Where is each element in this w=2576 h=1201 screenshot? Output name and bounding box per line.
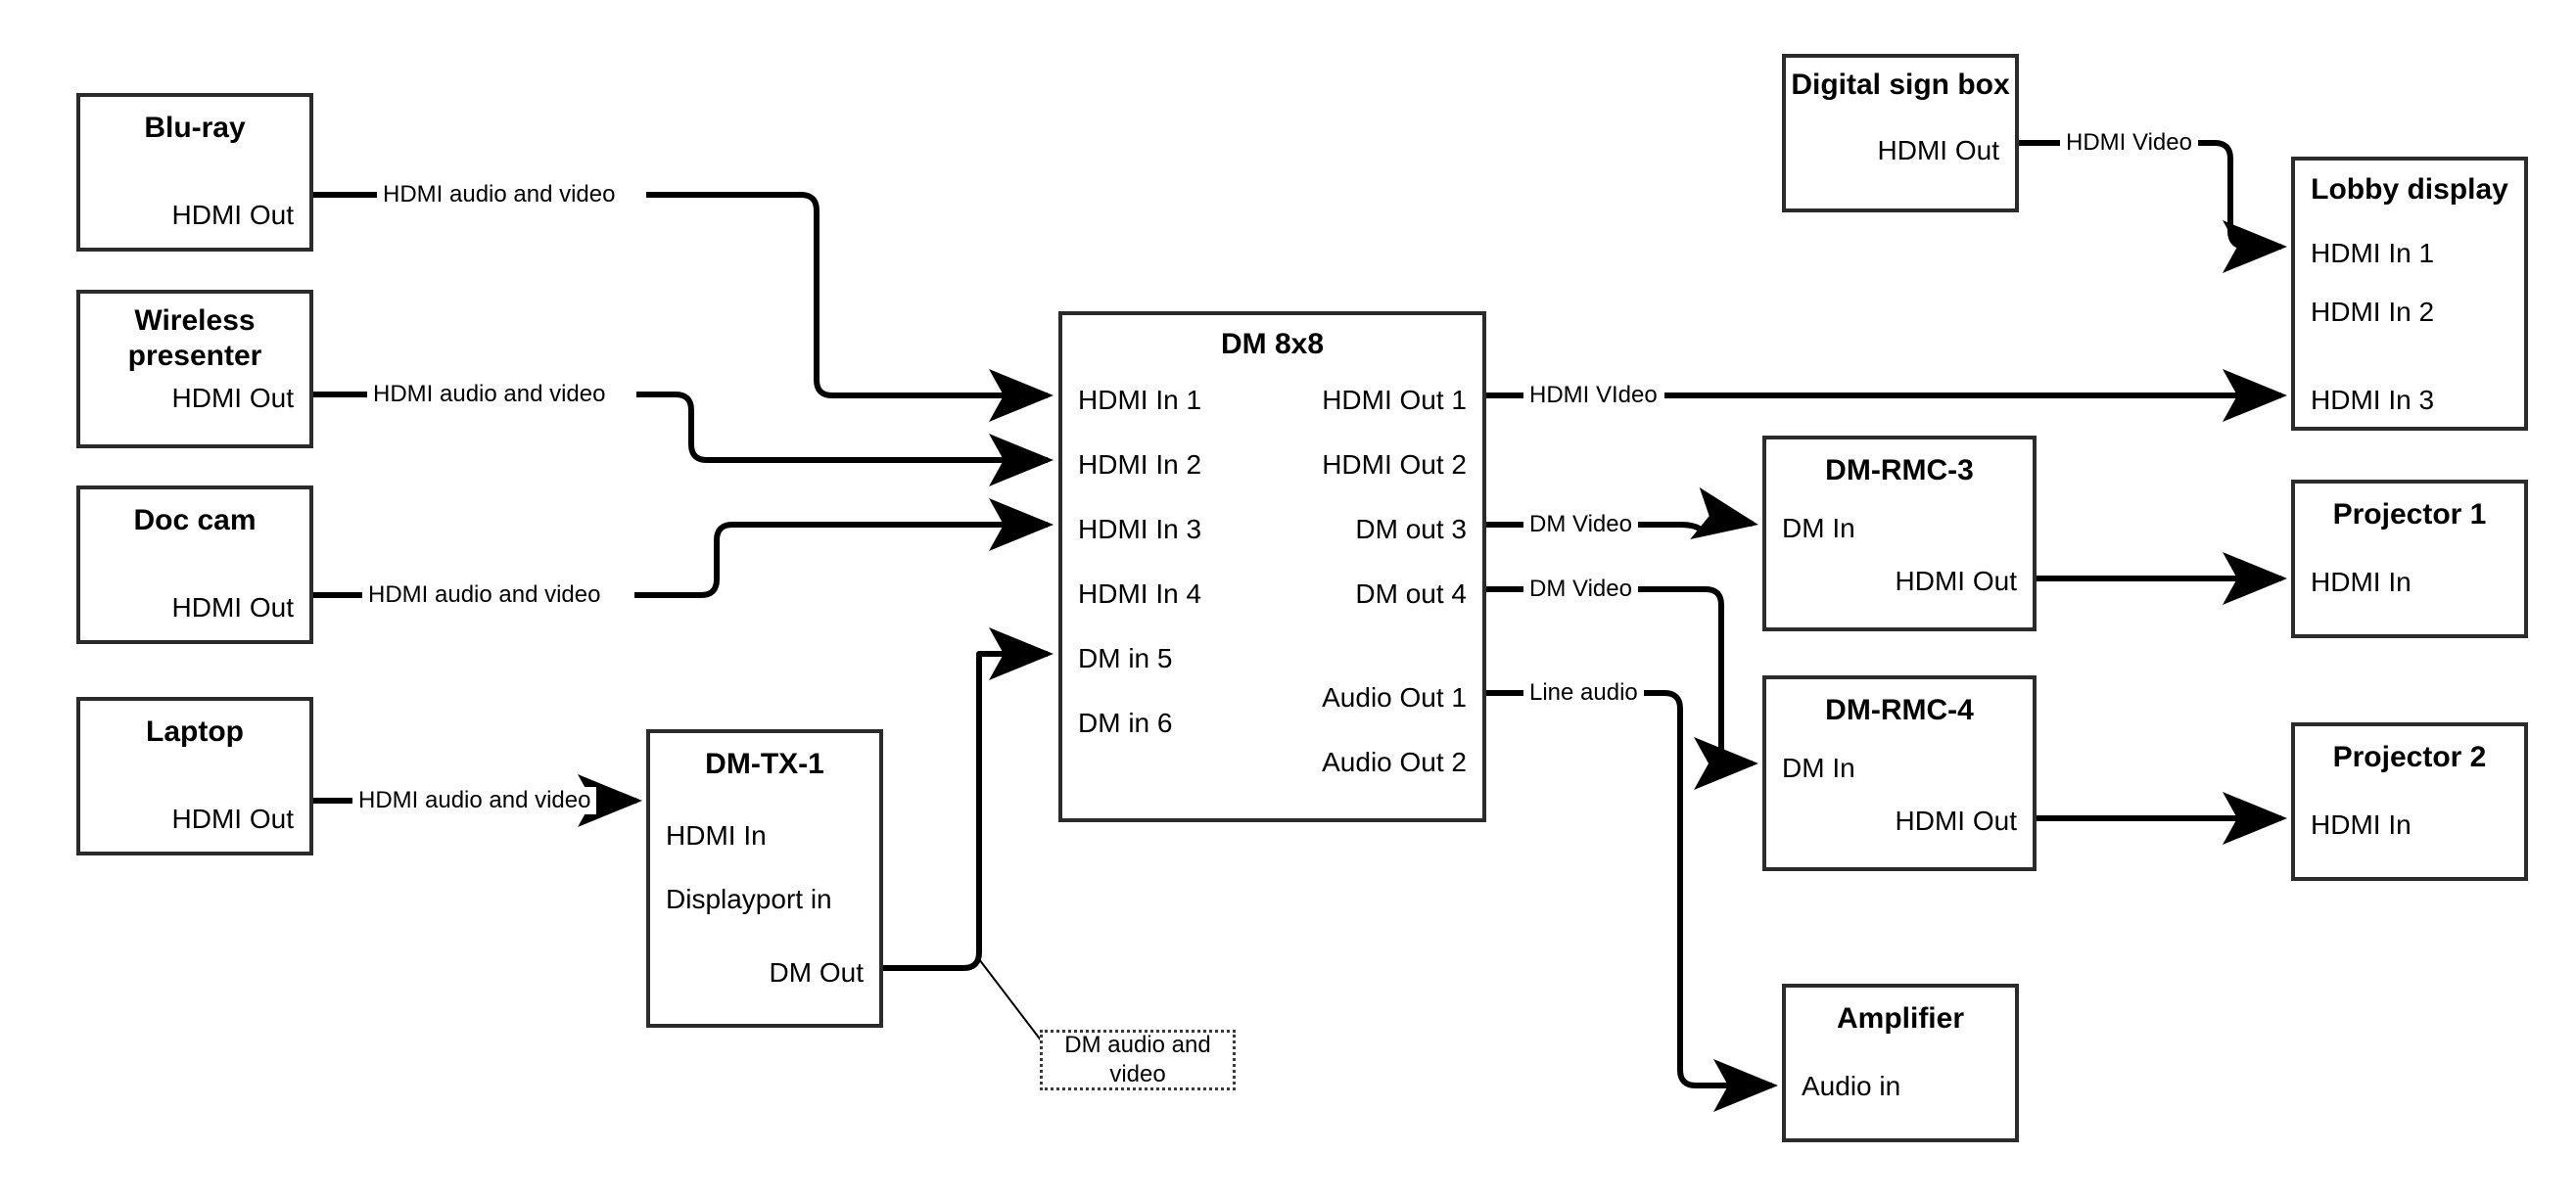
node-projector-1[interactable]: Projector 1 HDMI In <box>2291 480 2528 638</box>
node-dm-8x8[interactable]: DM 8x8 HDMI In 1 HDMI In 2 HDMI In 3 HDM… <box>1058 311 1486 822</box>
edge-label-hdmi-video-out1: HDMI VIdeo <box>1523 382 1663 409</box>
edge-label-line-audio: Line audio <box>1523 679 1644 707</box>
port-projector2-hdmi-in[interactable]: HDMI In <box>2311 809 2412 840</box>
node-title: Lobby display <box>2311 173 2508 206</box>
edge-label-signbox-hdmi-video: HDMI Video <box>2060 129 2198 157</box>
port-lobby-hdmi-in-2[interactable]: HDMI In 2 <box>2311 297 2435 327</box>
node-digital-sign-box[interactable]: Digital sign box HDMI Out <box>1782 54 2019 212</box>
edge-label-bluray: HDMI audio and video <box>377 181 622 208</box>
node-title: Wireless presenter <box>127 304 262 372</box>
port-lobby-hdmi-in-3[interactable]: HDMI In 3 <box>2311 385 2435 415</box>
node-title: Doc cam <box>133 504 257 536</box>
port-dm8x8-dm-out-4[interactable]: DM out 4 <box>1355 578 1467 609</box>
wire-dm8x8-audio1-to-amplifier <box>1486 690 1772 1086</box>
wire-dmtx1-to-dm8x8-in5 <box>883 627 1054 971</box>
port-dmtx1-hdmi-in[interactable]: HDMI In <box>666 820 767 851</box>
port-dm8x8-hdmi-in-4[interactable]: HDMI In 4 <box>1078 578 1202 609</box>
node-title: DM 8x8 <box>1220 328 1325 360</box>
port-rmc4-dm-in[interactable]: DM In <box>1782 753 1855 783</box>
port-dm8x8-dm-in-6[interactable]: DM in 6 <box>1078 708 1173 738</box>
wire-signbox-to-lobby-in1 <box>2019 140 2281 247</box>
node-bluray[interactable]: Blu-ray HDMI Out <box>76 93 313 252</box>
port-dm8x8-hdmi-out-1[interactable]: HDMI Out 1 <box>1322 385 1467 415</box>
node-lobby-display[interactable]: Lobby display HDMI In 1 HDMI In 2 HDMI I… <box>2291 157 2528 431</box>
node-title: Amplifier <box>1836 1002 1965 1035</box>
port-dm8x8-audio-out-2[interactable]: Audio Out 2 <box>1322 747 1467 777</box>
port-rmc3-hdmi-out[interactable]: HDMI Out <box>1895 566 2017 596</box>
port-dm8x8-dm-out-3[interactable]: DM out 3 <box>1355 514 1467 544</box>
node-title: Blu-ray <box>144 112 246 144</box>
port-dmtx1-displayport-in[interactable]: Displayport in <box>666 884 832 914</box>
node-title: DM-RMC-4 <box>1825 694 1974 726</box>
edge-label-laptop: HDMI audio and video <box>352 787 597 814</box>
leader-line-dm-av-callout <box>978 958 1043 1042</box>
port-projector1-hdmi-in[interactable]: HDMI In <box>2311 567 2412 597</box>
node-dm-rmc-4[interactable]: DM-RMC-4 DM In HDMI Out <box>1762 675 2037 871</box>
port-signbox-hdmi-out[interactable]: HDMI Out <box>1877 135 1999 165</box>
port-rmc3-dm-in[interactable]: DM In <box>1782 513 1855 543</box>
port-dm8x8-dm-in-5[interactable]: DM in 5 <box>1078 643 1173 673</box>
port-dm8x8-hdmi-in-1[interactable]: HDMI In 1 <box>1078 385 1202 415</box>
node-doc-cam[interactable]: Doc cam HDMI Out <box>76 485 313 644</box>
port-dmtx1-dm-out[interactable]: DM Out <box>769 957 864 988</box>
wire-bluray-to-dm8x8-in1 <box>313 192 1048 395</box>
port-dm8x8-hdmi-in-3[interactable]: HDMI In 3 <box>1078 514 1202 544</box>
node-amplifier[interactable]: Amplifier Audio in <box>1782 984 2019 1142</box>
edge-label-doccam: HDMI audio and video <box>362 581 607 609</box>
port-rmc4-hdmi-out[interactable]: HDMI Out <box>1895 806 2017 836</box>
port-dm8x8-hdmi-in-2[interactable]: HDMI In 2 <box>1078 449 1202 480</box>
node-dm-tx-1[interactable]: DM-TX-1 HDMI In Displayport in DM Out <box>646 729 883 1028</box>
port-amplifier-audio-in[interactable]: Audio in <box>1802 1071 1901 1101</box>
port-bluray-hdmi-out[interactable]: HDMI Out <box>171 200 294 230</box>
node-title: Projector 1 <box>2332 498 2487 531</box>
node-title: DM-TX-1 <box>705 748 824 780</box>
node-title: Projector 2 <box>2332 741 2487 773</box>
node-title: DM-RMC-3 <box>1825 454 1974 486</box>
port-doccam-hdmi-out[interactable]: HDMI Out <box>171 592 294 623</box>
node-title: Laptop <box>146 716 244 748</box>
node-wireless-presenter[interactable]: Wireless presenter HDMI Out <box>76 290 313 448</box>
node-projector-2[interactable]: Projector 2 HDMI In <box>2291 722 2528 881</box>
edge-label-dm-video-out4: DM Video <box>1523 576 1638 603</box>
node-dm-rmc-3[interactable]: DM-RMC-3 DM In HDMI Out <box>1762 436 2037 631</box>
node-laptop[interactable]: Laptop HDMI Out <box>76 697 313 855</box>
edge-label-wireless: HDMI audio and video <box>367 381 612 408</box>
port-laptop-hdmi-out[interactable]: HDMI Out <box>171 804 294 834</box>
wire-dm8x8-out4-to-rmc4 <box>1486 586 1753 763</box>
edge-label-dm-video-out3: DM Video <box>1523 511 1638 538</box>
node-title: Digital sign box <box>1791 69 2010 101</box>
port-dm8x8-hdmi-out-2[interactable]: HDMI Out 2 <box>1322 449 1467 480</box>
port-wireless-hdmi-out[interactable]: HDMI Out <box>171 383 294 413</box>
port-lobby-hdmi-in-1[interactable]: HDMI In 1 <box>2311 238 2435 268</box>
callout-dm-audio-and-video: DM audio and video <box>1040 1030 1236 1090</box>
port-dm8x8-audio-out-1[interactable]: Audio Out 1 <box>1322 682 1467 713</box>
